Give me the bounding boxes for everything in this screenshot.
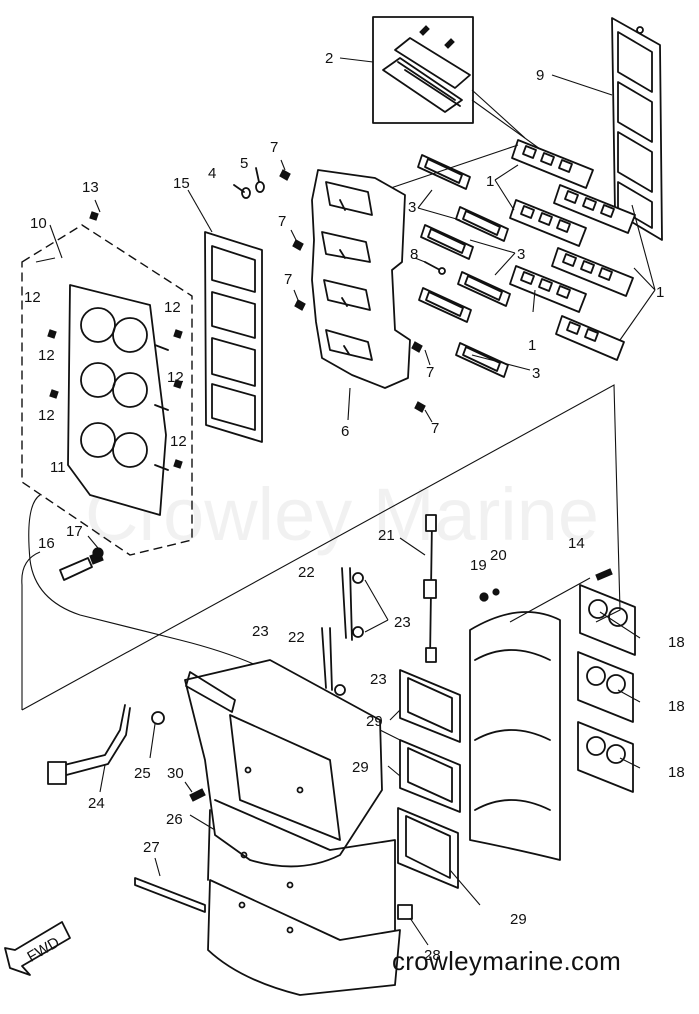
forward-arrow: FWD — [4, 921, 71, 976]
callout-13: 13 — [82, 179, 99, 196]
callout-12a: 12 — [24, 289, 41, 306]
callout-30: 30 — [167, 765, 184, 782]
callout-24: 24 — [88, 795, 105, 812]
callout-4: 4 — [208, 165, 216, 182]
gasket-15 — [187, 189, 263, 443]
callout-23b: 23 — [252, 623, 269, 640]
callout-16: 16 — [38, 535, 55, 552]
callout-12b: 12 — [38, 347, 55, 364]
callout-5: 5 — [240, 155, 248, 172]
callout-3b: 3 — [517, 246, 525, 263]
callout-29c: 29 — [510, 911, 527, 928]
callout-18b: 18 — [668, 698, 685, 715]
callout-22a: 22 — [298, 564, 315, 581]
callout-23c: 23 — [370, 671, 387, 688]
reed-valve-assemblies-1 — [494, 139, 656, 361]
carburetor-assembly — [21, 199, 193, 556]
callout-19: 19 — [470, 557, 487, 574]
callout-14: 14 — [568, 535, 585, 552]
callout-7d: 7 — [426, 364, 434, 381]
callout-9: 9 — [536, 67, 544, 84]
watermark: Crowley Marine — [85, 473, 599, 556]
callout-6: 6 — [341, 423, 349, 440]
callout-3c: 3 — [532, 365, 540, 382]
intake-manifold-6 — [311, 169, 411, 421]
callout-26: 26 — [166, 811, 183, 828]
callout-18a: 18 — [668, 634, 685, 651]
reed-gaskets-3 — [369, 144, 531, 378]
callout-12f: 12 — [170, 433, 187, 450]
callout-10: 10 — [30, 215, 47, 232]
callout-8: 8 — [410, 246, 418, 263]
callout-25: 25 — [134, 765, 151, 782]
callout-15: 15 — [173, 175, 190, 192]
callout-7c: 7 — [284, 271, 292, 288]
callout-29b: 29 — [352, 759, 369, 776]
callout-20: 20 — [490, 547, 507, 564]
callout-2: 2 — [325, 50, 333, 67]
small-parts-24-25-27-28-30 — [47, 704, 429, 946]
reed-detail-inset — [372, 16, 573, 173]
forward-arrow-label: FWD — [24, 934, 62, 966]
callout-27: 27 — [143, 839, 160, 856]
linkage-21 — [399, 514, 500, 663]
intake-silencer-26 — [184, 659, 401, 996]
callout-21: 21 — [378, 527, 395, 544]
callout-17: 17 — [66, 523, 83, 540]
callout-12d: 12 — [164, 299, 181, 316]
callout-3: 3 — [408, 199, 416, 216]
callout-28: 28 — [424, 947, 441, 964]
callout-7b: 7 — [278, 213, 286, 230]
callout-12c: 12 — [38, 407, 55, 424]
parts-16-17 — [59, 535, 104, 581]
callout-22b: 22 — [288, 629, 305, 646]
callout-11: 11 — [50, 459, 66, 476]
callout-1b: 1 — [656, 284, 664, 301]
callout-23a: 23 — [394, 614, 411, 631]
gasket-9 — [611, 17, 663, 241]
callout-29a: 29 — [366, 713, 383, 730]
callout-1c: 1 — [528, 337, 536, 354]
callout-12e: 12 — [167, 369, 184, 386]
callout-7: 7 — [270, 139, 278, 156]
callout-7e: 7 — [431, 420, 439, 437]
fasteners-4-5-7-8 — [233, 159, 446, 423]
site-label: crowleymarine.com — [392, 946, 622, 976]
engine-block — [387, 568, 641, 906]
callout-18c: 18 — [668, 764, 685, 781]
callout-labels: 2 9 1 1 1 3 3 3 4 5 6 7 7 7 7 7 8 10 11 … — [24, 50, 685, 964]
callout-1: 1 — [486, 173, 494, 190]
